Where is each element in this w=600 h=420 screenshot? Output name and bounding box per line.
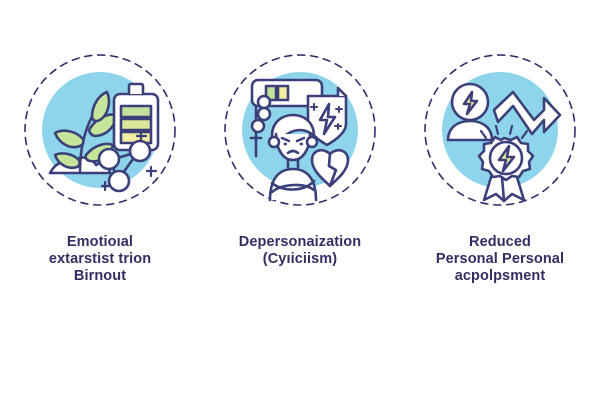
battery-cap [127,82,145,96]
concept-caption: Depersonaization (Cyıiciism) [208,234,393,268]
battery-bar-top [119,104,153,119]
shield-tab [336,86,348,98]
battery-bar-mid [119,117,153,132]
antenna-dot [256,94,272,110]
person-ear [305,135,319,149]
badge-bolt [497,144,516,173]
person-frown [286,149,300,155]
spark-marks [100,130,158,192]
caption-line: Depersonaization [238,234,362,250]
molecule-node [128,139,152,163]
concept-depersonalization[interactable]: Depersonaization (Cyıiciism) [200,40,400,268]
angry-person-broken-heart-icon [210,40,390,220]
battery-cell [276,84,290,102]
dashed-ring [424,54,576,206]
concept-row: Emotioıal extarstist trion Birnout [0,40,600,285]
leaf [90,90,111,123]
dashed-ring [24,54,176,206]
molecule-node [97,147,121,171]
concept-emotional-exhaustion[interactable]: Emotioıal extarstist trion Birnout [0,40,200,285]
plant-battery-molecule-icon [10,40,190,220]
sparkle-marks [310,103,343,130]
caption-line: extarstist trion [48,251,152,267]
avatar-bolt [462,90,479,116]
leaf [53,129,85,149]
concept-caption: Emotioıal extarstist trion Birnout [8,234,193,285]
badge-ribbon [500,172,526,203]
lightning-bolt [318,102,337,136]
molecule-node [107,169,131,193]
person-neck [286,158,300,169]
declining-chart-award-icon [410,40,590,220]
crossed-arm [270,183,316,194]
declining-arrow-icon [492,90,562,136]
concept-reduced-personal-accomplishment[interactable]: Reduced Personal Personal acpolpsment [400,40,600,285]
dashed-ring [224,54,376,206]
leaf [53,152,81,170]
caption-line: (Cyıiciism) [262,251,338,267]
concept-caption: Reduced Personal Personal acpolpsment [408,234,593,285]
broken-heart-right [327,148,350,188]
antenna-dot [256,106,272,122]
badge-shine-lines [479,124,529,140]
crossed-arm [270,179,316,191]
caption-line: Reduced [469,234,531,250]
caption-line: acpolpsment [454,268,546,284]
caption-line: Emotioıal [66,234,134,250]
caption-line: Personal Personal [435,251,565,267]
avatar-shoulders [446,119,494,142]
antenna-dot [250,118,266,134]
angry-brows [280,136,306,143]
caption-line: Birnout [73,268,127,284]
person-ear [267,135,281,149]
